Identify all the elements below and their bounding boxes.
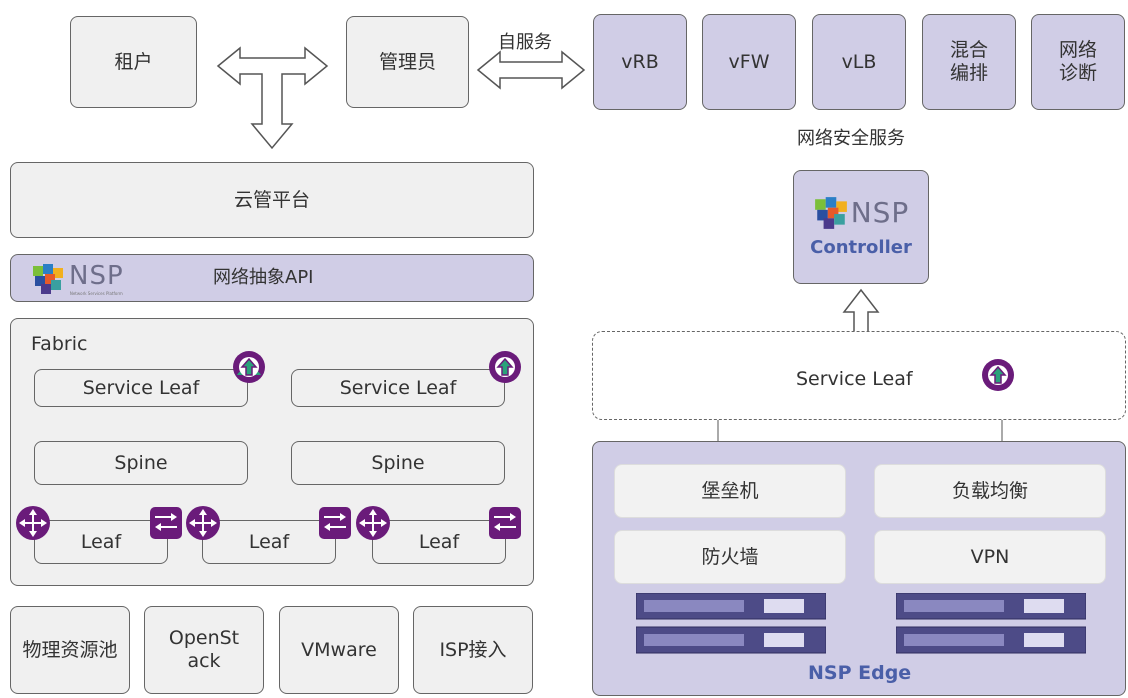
resource-vmware: VMware — [279, 606, 399, 694]
self-service-arrow — [476, 50, 586, 90]
edge-item-label: VPN — [970, 545, 1010, 568]
edge-item-label: 防火墙 — [701, 545, 759, 568]
router-icon — [16, 506, 50, 540]
service-label: vRB — [621, 50, 659, 73]
leaf-2: Leaf — [202, 520, 336, 564]
service-leaf-right: Service Leaf — [291, 369, 505, 407]
resource-isp: ISP接入 — [413, 606, 533, 694]
edge-item-label: 负载均衡 — [951, 479, 1028, 502]
resource-label: VMware — [301, 638, 377, 661]
upgrade-icon — [233, 351, 265, 383]
switch-icon — [489, 507, 521, 539]
leaf-label: Leaf — [248, 530, 290, 553]
service-vfw: vFW — [702, 14, 796, 110]
service-leaf-label: Service Leaf — [339, 376, 457, 399]
tenant-label: 租户 — [114, 50, 153, 73]
service-hybrid-orchestration: 混合 编排 — [922, 14, 1016, 110]
leaf-3: Leaf — [372, 520, 506, 564]
edge-bastion: 堡垒机 — [614, 464, 846, 518]
spine-label: Spine — [114, 451, 168, 474]
nsp-api-label: 网络抽象API — [213, 267, 314, 288]
service-vlb: vLB — [812, 14, 906, 110]
cloud-platform-box: 云管平台 — [10, 162, 534, 238]
right-service-leaf-label: Service Leaf — [796, 368, 913, 390]
service-label: 网络 诊断 — [1058, 39, 1097, 84]
nsp-api-bar: NSP Network Services Platform 网络抽象API — [10, 254, 534, 302]
t-shaped-arrow — [216, 46, 329, 150]
resource-label: OpenSt ack — [168, 627, 240, 672]
admin-box: 管理员 — [346, 16, 469, 108]
edge-item-label: 堡垒机 — [701, 479, 759, 502]
resource-physical-pool: 物理资源池 — [10, 606, 130, 694]
security-services-label: 网络安全服务 — [797, 128, 905, 149]
self-service-label: 自服务 — [498, 32, 552, 53]
controller-logo-text: NSP — [850, 196, 910, 230]
leaf-label: Leaf — [80, 530, 122, 553]
nsp-edge-label: NSP Edge — [808, 662, 912, 684]
spine-label: Spine — [371, 451, 425, 474]
service-label: 混合 编排 — [949, 39, 988, 84]
switch-icon — [150, 507, 182, 539]
server-rack-icon — [636, 593, 826, 654]
service-leaf-label: Service Leaf — [82, 376, 200, 399]
admin-label: 管理员 — [378, 50, 436, 73]
controller-label: Controller — [810, 237, 912, 259]
upgrade-icon — [982, 359, 1014, 391]
cloud-platform-label: 云管平台 — [233, 188, 310, 211]
service-leaf-left: Service Leaf — [34, 369, 248, 407]
nsp-cube-icon — [33, 263, 63, 294]
tenant-box: 租户 — [70, 16, 197, 108]
right-service-leaf-box: Service Leaf — [592, 331, 1126, 420]
fabric-title: Fabric — [31, 333, 88, 355]
controller-box: NSP Controller — [793, 170, 929, 284]
spine-left: Spine — [34, 441, 248, 485]
router-icon — [186, 506, 220, 540]
spine-right: Spine — [291, 441, 505, 485]
edge-firewall: 防火墙 — [614, 530, 846, 584]
edge-load-balancer: 负载均衡 — [874, 464, 1106, 518]
nsp-logo-subtext: Network Services Platform — [69, 291, 123, 297]
service-label: vLB — [841, 50, 877, 73]
switch-icon — [319, 507, 351, 539]
controller-logo: NSP — [813, 195, 910, 231]
resource-label: ISP接入 — [439, 638, 507, 661]
router-icon — [356, 506, 390, 540]
server-rack-icon — [896, 593, 1086, 654]
service-vrb: vRB — [593, 14, 687, 110]
resource-openstack: OpenSt ack — [144, 606, 264, 694]
leaf-1: Leaf — [34, 520, 168, 564]
nsp-cube-icon — [814, 197, 847, 230]
resource-label: 物理资源池 — [22, 638, 118, 661]
service-network-diagnosis: 网络 诊断 — [1031, 14, 1125, 110]
leaf-label: Leaf — [418, 530, 460, 553]
edge-vpn: VPN — [874, 530, 1106, 584]
nsp-logo: NSP Network Services Platform — [31, 261, 124, 297]
service-label: vFW — [728, 50, 770, 73]
upgrade-icon — [489, 351, 521, 383]
nsp-logo-text: NSP — [69, 261, 124, 291]
